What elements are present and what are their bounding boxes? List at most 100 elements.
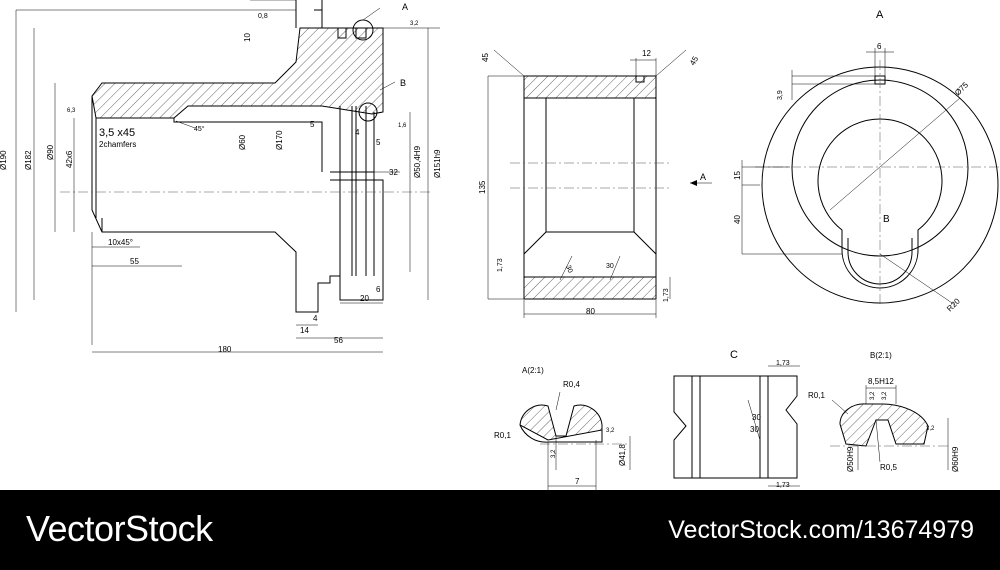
detail-b-r32c: 3,2 — [926, 426, 935, 432]
dim-r16: 1,6 — [398, 123, 407, 129]
dim-chamfers-note: 2chamfers — [99, 140, 136, 149]
section-c: C 1,73 30 30 1,73 — [673, 349, 800, 489]
sec-173a: 1,73 — [497, 258, 504, 272]
dim-32: 32 — [389, 168, 398, 177]
view-a-title: A — [876, 9, 884, 21]
detail-a-r32a: 3,2 — [606, 428, 615, 434]
view-a-keyhole — [817, 118, 943, 289]
dim-10: 10 — [243, 33, 252, 42]
detail-a-dim-lines — [547, 391, 631, 490]
main-part-outline — [91, 96, 384, 313]
dim-d90: Ø90 — [46, 144, 55, 160]
arrow-a-label: A — [700, 172, 706, 182]
section-c-173a: 1,73 — [776, 360, 790, 367]
section-c-ang — [747, 399, 761, 441]
section-c-173b: 1,73 — [776, 482, 790, 489]
detail-a: A(2:1) R0,4 R0,1 3,2 3,2 Ø41,8 7 — [494, 366, 631, 490]
dim-d190: Ø190 — [0, 150, 8, 170]
view-40: 40 — [733, 215, 742, 224]
view-39: 3,9 — [777, 90, 784, 100]
dim-r08: 0,8 — [258, 13, 268, 20]
section-top-notch — [635, 76, 645, 83]
dim-5b: 5 — [376, 138, 381, 147]
dim-ang45: 45° — [194, 125, 205, 133]
detail-b-d50h9: Ø50H9 — [846, 446, 855, 472]
view-6: 6 — [877, 42, 882, 51]
sec-135: 135 — [478, 180, 487, 194]
detail-a-r01: R0,1 — [494, 431, 511, 440]
detail-b-dim-lines — [831, 385, 949, 470]
section-dimension-lines — [487, 49, 712, 318]
dim-r32: 3,2 — [410, 21, 419, 27]
section-bottom-hatch — [523, 276, 657, 300]
detail-a-profile — [519, 404, 603, 441]
dim-55: 55 — [130, 257, 139, 266]
detail-a-title: A(2:1) — [522, 366, 544, 375]
section-c-30b: 30 — [750, 425, 759, 434]
label-b-view: B — [883, 214, 890, 225]
detail-b-r32a: 3,2 — [870, 391, 876, 400]
sec-45a: 45 — [481, 53, 490, 62]
marker-b-circle — [358, 102, 378, 122]
sec-173b: 1,73 — [663, 288, 670, 302]
view-a — [741, 48, 1000, 306]
main-dimension-texts: Ø190 Ø182 Ø90 42x6 6,3 3,5 x45 2chamfers… — [0, 2, 442, 354]
detail-b-profile — [839, 403, 929, 447]
drawing-canvas: Ø190 Ø182 Ø90 42x6 6,3 3,5 x45 2chamfers… — [0, 0, 1000, 490]
rings — [330, 106, 375, 276]
view-d75: Ø75 — [953, 80, 970, 97]
footer-brand: VectorStock — [26, 508, 213, 549]
dim-180: 180 — [218, 345, 232, 354]
detail-b-d85: 8,5H12 — [868, 377, 894, 386]
dim-d151: Ø151h9 — [433, 149, 442, 178]
dim-6: 6 — [376, 285, 381, 294]
detail-a-r32b: 3,2 — [551, 449, 557, 458]
dim-d182: Ø182 — [24, 150, 33, 170]
watermark-footer: VectorStock VectorStock.com/13674979 — [0, 490, 1000, 570]
dim-42x6: 42x6 — [65, 150, 74, 168]
view-15: 15 — [733, 171, 742, 180]
top-tab — [295, 0, 323, 28]
top-grooves — [337, 28, 367, 39]
detail-a-r04: R0,4 — [563, 380, 580, 389]
detail-b-r32b: 3,2 — [882, 391, 888, 400]
dim-d504: Ø50,4H9 — [413, 145, 422, 178]
detail-b-r05: R0,5 — [880, 463, 897, 472]
main-part-section-hatch — [91, 27, 384, 119]
detail-b-title: B(2:1) — [870, 351, 892, 360]
dim-5a: 5 — [310, 120, 315, 129]
dim-10x45: 10x45° — [108, 238, 133, 247]
dim-14: 14 — [300, 326, 309, 335]
dim-chamfer: 3,5 x45 — [99, 127, 135, 139]
detail-a-7: 7 — [575, 477, 580, 486]
main-dimension-lines — [15, 0, 440, 353]
view-a-dimension-lines — [741, 48, 961, 306]
view-r20: R20 — [945, 296, 962, 313]
label-b-main: B — [400, 78, 406, 88]
section-view — [487, 49, 712, 318]
section-dimension-texts: 45 12 45 135 1,73 30 30 1,73 80 A — [478, 49, 706, 316]
dim-4: 4 — [355, 128, 360, 137]
dim-4b: 4 — [313, 314, 318, 323]
engineering-drawing: Ø190 Ø182 Ø90 42x6 6,3 3,5 x45 2chamfers… — [0, 0, 1000, 490]
detail-b: B(2:1) R0,1 8,5H12 3,2 3,2 3,2 Ø50H9 R0,… — [808, 351, 960, 472]
footer-url: VectorStock.com/13674979 — [668, 516, 974, 544]
label-a-main: A — [402, 2, 408, 12]
section-c-title: C — [730, 349, 738, 361]
dim-56: 56 — [334, 336, 343, 345]
section-c-30a: 30 — [752, 413, 761, 422]
dim-20: 20 — [360, 294, 369, 303]
dim-r63: 6,3 — [67, 108, 76, 114]
detail-b-r01: R0,1 — [808, 391, 825, 400]
sec-30a: 30 — [564, 264, 573, 274]
dim-d60: Ø60 — [238, 134, 247, 150]
section-outline — [523, 75, 657, 300]
detail-a-d418: Ø41,8 — [618, 444, 627, 466]
section-c-outline — [673, 375, 798, 479]
dim-d170: Ø170 — [275, 130, 284, 150]
sec-80: 80 — [586, 307, 595, 316]
main-part-view — [15, 0, 440, 353]
sec-12: 12 — [642, 49, 651, 58]
inner-bore — [95, 118, 323, 232]
sec-45b: 45 — [688, 54, 701, 67]
